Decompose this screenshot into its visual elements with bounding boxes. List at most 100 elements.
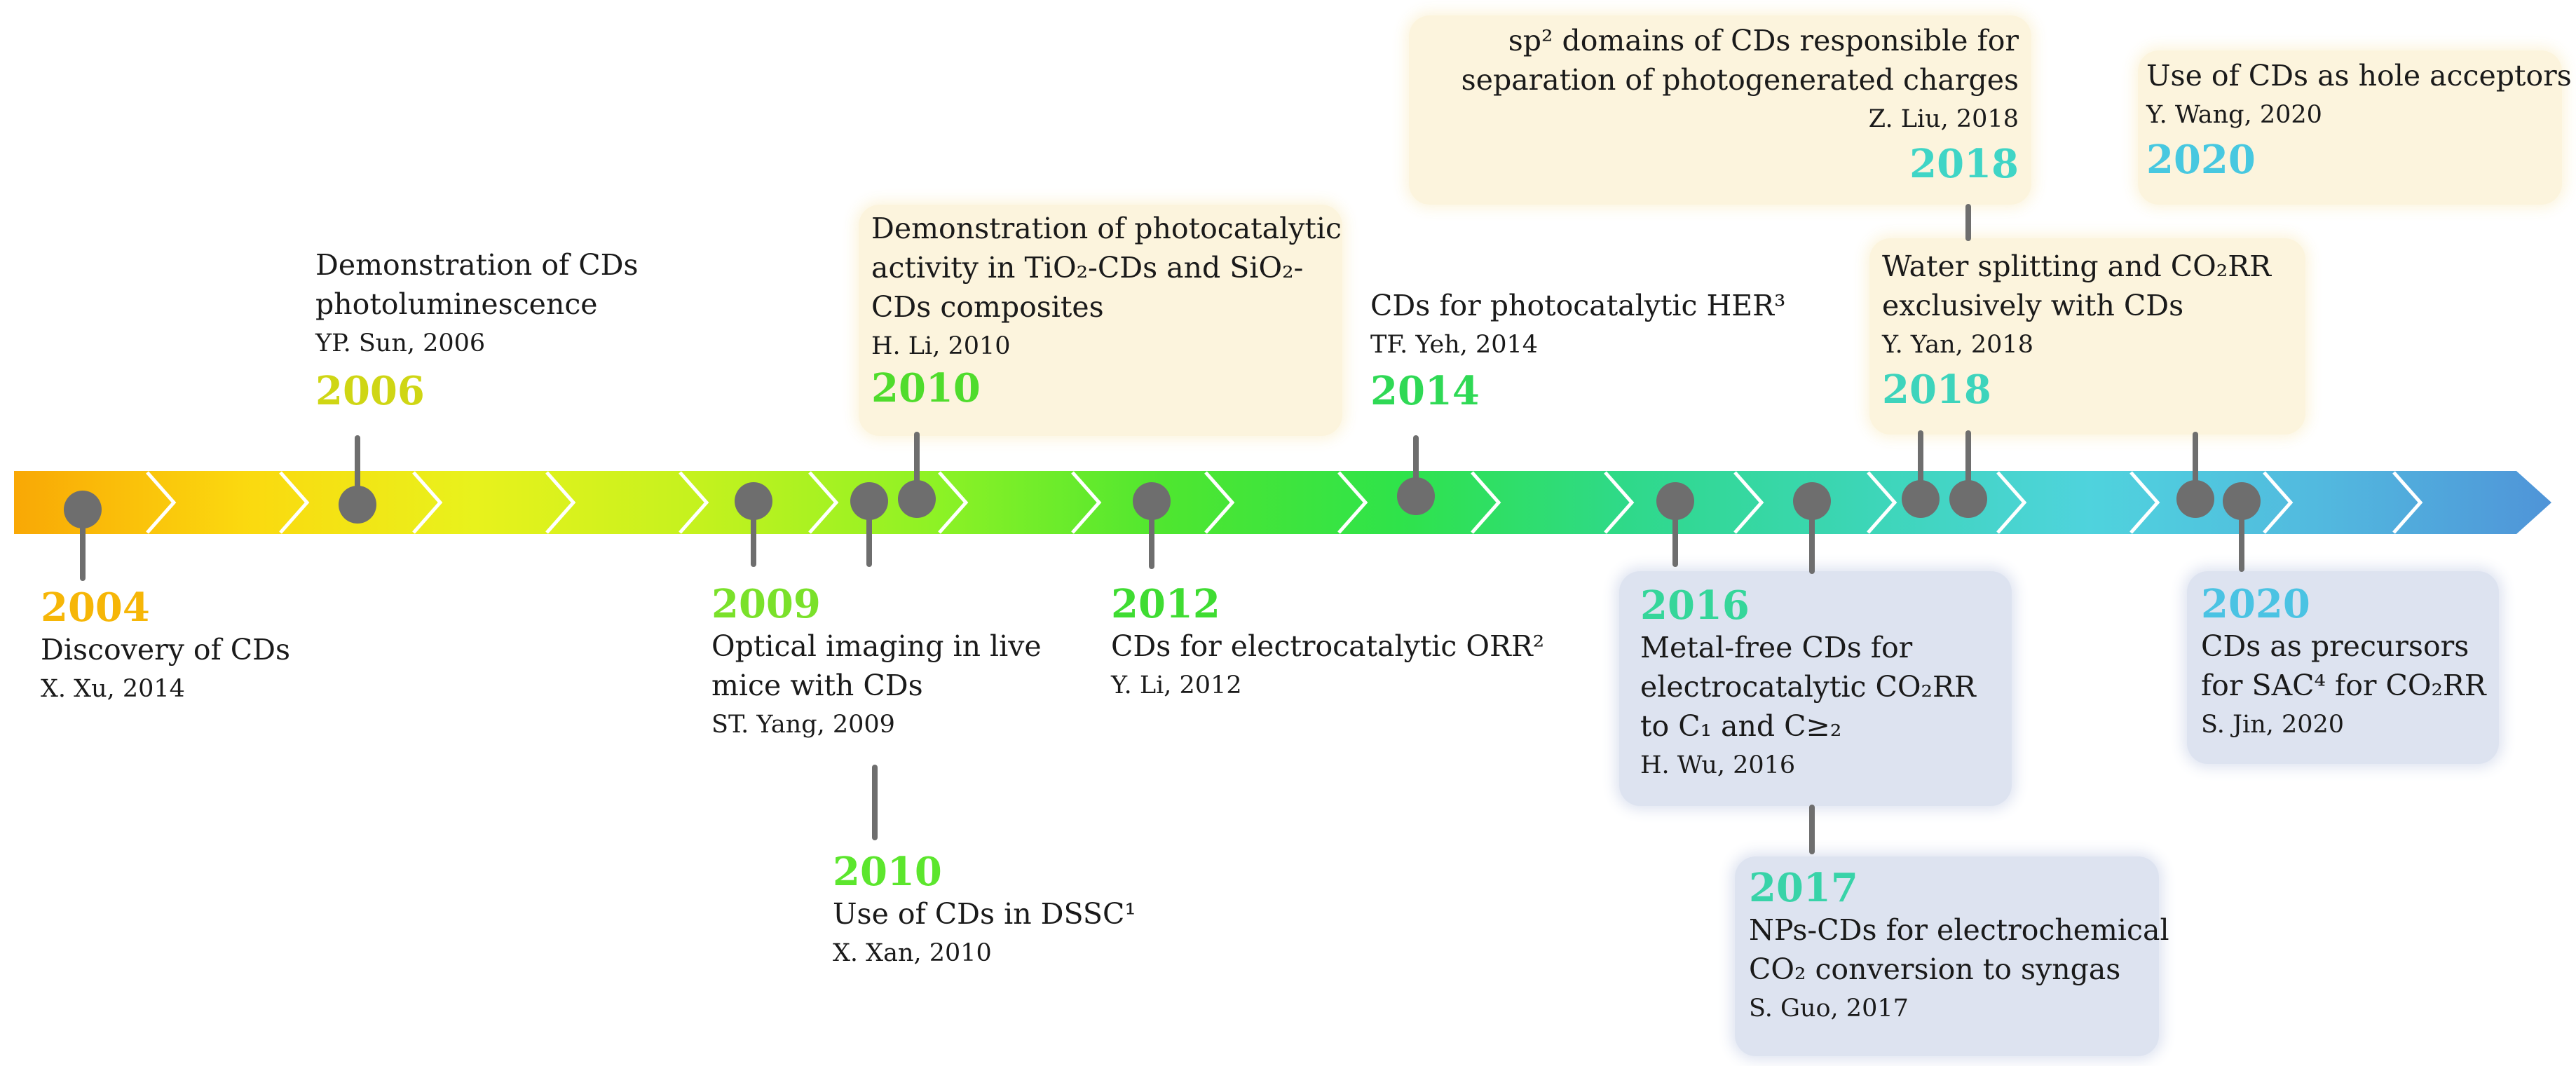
event-year: 2018 (1909, 141, 2019, 187)
event-description: Metal-free CDs for (1640, 631, 1913, 664)
marker-2014 (1397, 477, 1435, 515)
event-description: CDs composites (871, 290, 1104, 324)
event-citation: TF. Yeh, 2014 (1370, 331, 1539, 359)
highlight-box-2010-photocatalytic (859, 205, 1342, 436)
highlight-box-2016 (1619, 571, 2012, 806)
event-citation: Y. Li, 2012 (1111, 671, 1242, 699)
event-2020-hole-acceptors: Use of CDs as hole acceptors Y. Wang, 20… (2146, 56, 2572, 182)
event-year: 2006 (315, 368, 425, 414)
event-2004: 2004 Discovery of CDs X. Xu, 2014 (41, 585, 290, 706)
event-year: 2018 (1882, 367, 1991, 413)
event-2010-dssc: 2010 Use of CDs in DSSC¹ X. Xan, 2010 (833, 849, 1136, 970)
event-year: 2017 (1749, 865, 1858, 911)
chevron (545, 471, 576, 534)
highlight-box-2020-sac (2187, 571, 2499, 764)
event-description: separation of photogenerated charges (1461, 63, 2019, 97)
marker-2020-sac (2223, 482, 2261, 520)
markers (64, 477, 2261, 528)
event-description: exclusively with CDs (1882, 289, 2184, 322)
marker-2018-water (1902, 480, 1940, 518)
marker-2006 (339, 486, 376, 524)
highlight-box-2018-water (1869, 238, 2305, 435)
event-2009: 2009 Optical imaging in live mice with C… (711, 582, 1042, 742)
event-description: Use of CDs in DSSC¹ (833, 897, 1136, 931)
marker-2009 (735, 482, 772, 520)
event-2016: 2016 Metal-free CDs for electrocatalytic… (1640, 583, 1976, 782)
event-description: Optical imaging in live (711, 629, 1042, 663)
event-2006: Demonstration of CDs photoluminescence Y… (315, 245, 639, 414)
event-citation: X. Xan, 2010 (833, 939, 992, 967)
chevron (1337, 471, 1368, 534)
chevron-dividers (146, 471, 2423, 534)
timeline-arrow-body (14, 471, 2551, 534)
event-2017: 2017 NPs-CDs for electrochemical CO₂ con… (1749, 866, 2169, 1025)
event-2018-sp2: sp² domains of CDs responsible for separ… (1461, 21, 2019, 186)
event-description: Discovery of CDs (41, 633, 291, 667)
event-2014: CDs for photocatalytic HER³ TF. Yeh, 201… (1370, 286, 1785, 414)
event-description: Demonstration of photocatalytic (871, 212, 1342, 245)
event-citation: S. Guo, 2017 (1749, 995, 1909, 1023)
event-citation: YP. Sun, 2006 (315, 329, 486, 357)
event-description: mice with CDs (711, 669, 923, 702)
event-description: CDs as precursors (2201, 629, 2469, 663)
event-description: for SAC⁴ for CO₂RR (2201, 669, 2486, 702)
event-description: Water splitting and CO₂RR (1882, 250, 2271, 283)
marker-2010-photocatalytic (898, 480, 936, 518)
event-year: 2016 (1640, 582, 1750, 629)
event-description: sp² domains of CDs responsible for (1508, 24, 2019, 57)
marker-2017 (1793, 482, 1831, 520)
event-citation: ST. Yang, 2009 (711, 711, 895, 739)
chevron (808, 471, 839, 534)
event-description: Demonstration of CDs (315, 248, 639, 282)
chevron (412, 471, 443, 534)
chevron (2129, 471, 2160, 534)
event-description: CO₂ conversion to syngas (1749, 952, 2121, 986)
marker-2020-hole (2176, 480, 2214, 518)
chevron (1604, 471, 1635, 534)
highlight-box-2020-hole (2138, 50, 2562, 205)
chevron (279, 471, 310, 534)
chevron (2263, 471, 2294, 534)
chevron (1071, 471, 1102, 534)
event-year: 2010 (871, 365, 981, 411)
marker-2016 (1656, 482, 1694, 520)
event-citation: H. Wu, 2016 (1640, 751, 1796, 779)
chevron (1996, 471, 2027, 534)
event-description: to C₁ and C≥₂ (1640, 709, 1842, 743)
event-description: NPs-CDs for electrochemical (1749, 913, 2169, 947)
event-year: 2012 (1111, 581, 1220, 627)
event-citation: S. Jin, 2020 (2201, 711, 2345, 739)
chevron (938, 471, 969, 534)
chevron (1867, 471, 1897, 534)
event-description: electrocatalytic CO₂RR (1640, 670, 1976, 704)
event-year: 2020 (2201, 581, 2310, 627)
highlight-box-2018-sp2 (1409, 15, 2031, 205)
event-citation: Z. Liu, 2018 (1868, 105, 2019, 133)
event-year: 2010 (833, 849, 942, 895)
event-year: 2004 (41, 585, 150, 631)
event-citation: Y. Yan, 2018 (1882, 331, 2033, 359)
event-year: 2014 (1370, 368, 1480, 414)
chevron (679, 471, 709, 534)
event-2020-sac: 2020 CDs as precursors for SAC⁴ for CO₂R… (2201, 582, 2486, 742)
event-year: 2009 (711, 581, 821, 627)
marker-2010-dssc (850, 482, 888, 520)
chevron (1204, 471, 1235, 534)
event-year: 2020 (2146, 137, 2256, 183)
chevron (146, 471, 177, 534)
event-description: photoluminescence (315, 287, 598, 321)
chevron (2392, 471, 2423, 534)
marker-2004 (64, 491, 102, 528)
event-citation: X. Xu, 2014 (41, 675, 185, 703)
chevron (1471, 471, 1501, 534)
event-citation: Y. Wang, 2020 (2146, 101, 2322, 129)
event-citation: H. Li, 2010 (871, 332, 1011, 360)
event-2010-photocatalytic: Demonstration of photocatalytic activity… (871, 209, 1342, 411)
event-description: Use of CDs as hole acceptors (2146, 59, 2572, 93)
marker-2012 (1133, 482, 1171, 520)
event-2012: 2012 CDs for electrocatalytic ORR² Y. Li… (1111, 582, 1544, 702)
event-description: activity in TiO₂-CDs and SiO₂- (871, 251, 1304, 285)
